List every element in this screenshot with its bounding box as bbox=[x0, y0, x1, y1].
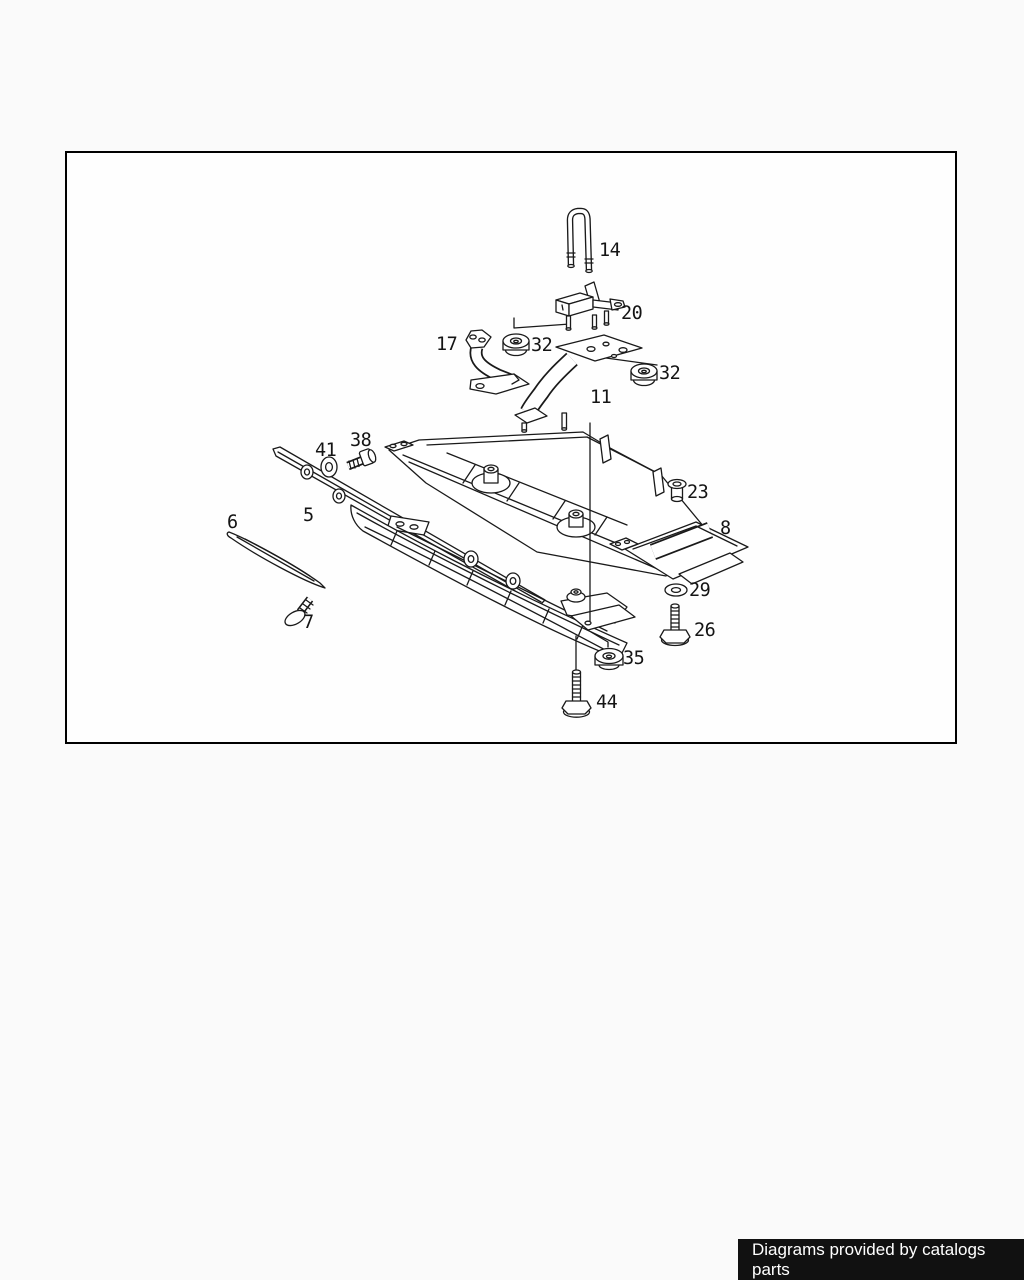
callout-32-left: 32 bbox=[531, 335, 552, 356]
callout-20: 20 bbox=[621, 303, 642, 324]
callout-8: 8 bbox=[720, 518, 731, 539]
callout-35: 35 bbox=[623, 648, 644, 669]
callout-14: 14 bbox=[599, 240, 621, 261]
callout-6: 6 bbox=[227, 512, 238, 533]
part-38-bolt bbox=[346, 448, 377, 471]
callout-17: 17 bbox=[436, 334, 457, 355]
callout-11: 11 bbox=[590, 387, 611, 408]
parts-diagram: 14 20 17 32 32 11 41 38 5 6 23 8 29 26 7… bbox=[226, 207, 749, 718]
part-20-bracket bbox=[555, 281, 626, 331]
callout-41: 41 bbox=[315, 440, 336, 461]
part-11-bracket bbox=[514, 334, 643, 433]
callout-38: 38 bbox=[350, 430, 371, 451]
part-8-plate bbox=[609, 521, 749, 585]
part-44-bolt bbox=[561, 669, 592, 718]
diagram-frame: 14 20 17 32 32 11 41 38 5 6 23 8 29 26 7… bbox=[65, 151, 957, 744]
part-35-nut bbox=[594, 647, 624, 671]
part-14-u-bolt bbox=[566, 207, 594, 274]
part-26-bolt bbox=[659, 603, 691, 647]
callout-7: 7 bbox=[303, 612, 314, 633]
part-front-apron bbox=[350, 504, 636, 660]
attribution-text: Diagrams provided by catalogs parts bbox=[752, 1239, 986, 1279]
callout-26: 26 bbox=[694, 620, 715, 641]
callout-32-right: 32 bbox=[659, 363, 680, 384]
part-7-screw bbox=[284, 596, 314, 627]
attribution-bar: Diagrams provided by catalogs parts bbox=[738, 1239, 1024, 1280]
callout-29: 29 bbox=[689, 580, 710, 601]
part-32-nut-left bbox=[502, 333, 530, 357]
part-23-clip-nut bbox=[667, 478, 687, 503]
part-41-washer bbox=[320, 456, 338, 478]
part-6-trim-blade bbox=[226, 531, 326, 589]
callout-labels: 14 20 17 32 32 11 41 38 5 6 23 8 29 26 7… bbox=[227, 240, 731, 713]
part-29-washer bbox=[664, 583, 688, 597]
part-17-bracket bbox=[465, 329, 530, 395]
callout-23: 23 bbox=[687, 482, 708, 503]
part-32-nut-right bbox=[630, 363, 658, 387]
callout-5: 5 bbox=[303, 505, 314, 526]
callout-44: 44 bbox=[596, 692, 618, 713]
